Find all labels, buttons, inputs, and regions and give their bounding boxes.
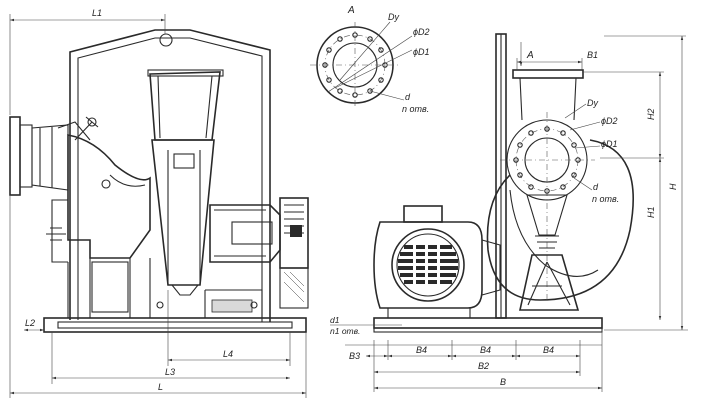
flange-d-label: d xyxy=(405,92,411,102)
side-flange-d1-label: ϕD1 xyxy=(601,139,618,149)
dim-b3: B3 xyxy=(349,351,360,361)
dim-l3: L3 xyxy=(165,367,175,377)
side-arrow-a-label: A xyxy=(526,50,534,61)
dim-l4: L4 xyxy=(223,349,233,359)
side-view: A xyxy=(373,33,634,333)
side-flange-holes-label: n отв. xyxy=(592,194,619,204)
view-a-label: A xyxy=(347,5,355,16)
dim-b4-2: B4 xyxy=(480,345,491,355)
dim-h1: H1 xyxy=(646,206,656,218)
dim-b1: B1 xyxy=(587,50,598,60)
side-flange-bolt-holes xyxy=(513,126,581,194)
front-view xyxy=(9,29,309,333)
side-flange-d2-label: ϕD2 xyxy=(601,116,618,126)
side-dimensions: B1 Dy ϕD2 ϕD1 d n отв. H2 H1 H d1 n1 отв… xyxy=(330,35,688,392)
dim-b2: B2 xyxy=(478,361,489,371)
flange-d1-label: ϕD1 xyxy=(413,47,430,57)
view-a-flange: A Dy ϕD2 ϕD1 d n отв. xyxy=(310,5,430,114)
flange-holes-label: n отв. xyxy=(402,104,429,114)
dim-l: L xyxy=(158,382,163,392)
dim-b: B xyxy=(500,377,506,387)
dim-n1-holes: n1 отв. xyxy=(330,326,360,336)
flange-dy-label: Dy xyxy=(388,12,399,22)
dim-l2: L2 xyxy=(25,318,35,328)
dim-l1: L1 xyxy=(92,8,102,18)
dim-d1: d1 xyxy=(330,315,340,325)
dim-h: H xyxy=(668,183,678,190)
flange-d2-label: ϕD2 xyxy=(413,27,430,37)
dim-h2: H2 xyxy=(646,108,656,120)
dim-b4-3: B4 xyxy=(543,345,554,355)
dim-b4-1: B4 xyxy=(416,345,427,355)
side-flange-dy-label: Dy xyxy=(587,98,598,108)
front-dimensions: L1 L2 L4 L3 L xyxy=(9,8,307,398)
motor-fan-grille xyxy=(398,243,458,287)
side-flange-d-label: d xyxy=(593,182,599,192)
